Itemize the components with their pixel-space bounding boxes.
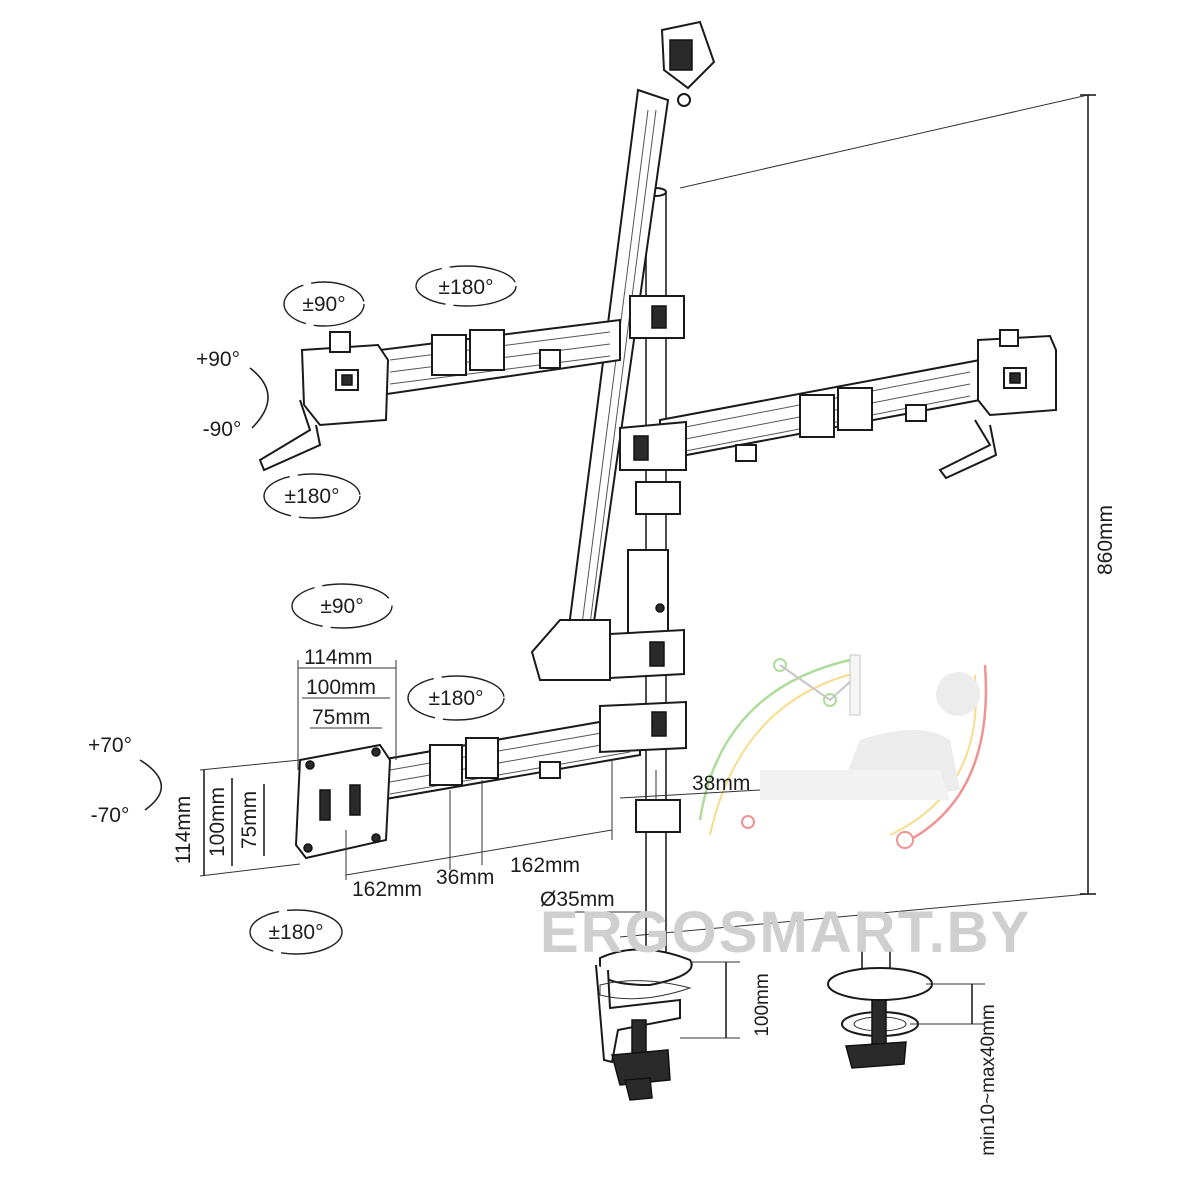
cable-clip-lower xyxy=(635,799,681,833)
desk-thickness-label: min10~max40mm xyxy=(978,1004,999,1156)
cable-clip-upper xyxy=(635,481,681,515)
tilt-bottom-plus-label: +70° xyxy=(88,734,132,757)
bottom-vesa-plate xyxy=(294,743,392,860)
rail-base xyxy=(530,619,611,681)
height-adjust-collar xyxy=(627,549,669,641)
watermark-text: ERGOSMART.BY xyxy=(540,900,1031,965)
vesa-w-75-label: 75mm xyxy=(312,706,370,729)
vesa-h-100-label: 100mm xyxy=(206,787,229,857)
top-right-arm xyxy=(619,329,1057,480)
vesa-width-dimensions: 114mm 100mm 75mm xyxy=(297,646,397,770)
rot-bottom-swivel-label: ±180° xyxy=(269,921,324,944)
watermark-logo xyxy=(698,654,988,849)
tilt-bottom-minus-label: -70° xyxy=(91,804,130,827)
rot-bottom-arm-label: ±180° xyxy=(429,687,484,710)
clamp-height-dimension: 100mm xyxy=(680,961,773,1039)
offset-dimension: 38mm xyxy=(619,770,761,800)
pole-diameter-dimension: Ø35mm xyxy=(540,888,646,913)
rot-top-plate-label: ±90° xyxy=(302,293,345,316)
pole-height-label: 860mm xyxy=(1094,505,1117,575)
vesa-h-114-label: 114mm xyxy=(172,796,195,864)
rot-top-swivel-label: ±180° xyxy=(285,485,340,508)
arm-162-a-label: 162mm xyxy=(352,878,422,901)
vesa-h-75-label: 75mm xyxy=(238,791,261,849)
top-left-arm xyxy=(258,295,685,472)
tool-rail xyxy=(530,20,716,681)
height-dimension: 860mm xyxy=(619,94,1117,938)
vesa-w-114-label: 114mm xyxy=(304,646,372,669)
offset-38-label: 38mm xyxy=(692,772,750,795)
vesa-height-dimensions: 114mm 100mm 75mm xyxy=(172,759,301,877)
arm-length-dimensions: 162mm 36mm 162mm xyxy=(345,760,613,901)
arm-162-b-label: 162mm xyxy=(510,854,580,877)
tilt-top-minus-label: -90° xyxy=(203,418,242,441)
clamp-100-label: 100mm xyxy=(752,973,773,1036)
tilt-top-plus-label: +90° xyxy=(196,348,240,371)
pole-diameter-label: Ø35mm xyxy=(540,888,615,911)
rot-top-arm-label: ±180° xyxy=(439,276,494,299)
arm-36-label: 36mm xyxy=(436,866,494,889)
desk-clamp xyxy=(595,948,693,1101)
rot-bottom-plate-label: ±90° xyxy=(320,595,363,618)
rotation-markers xyxy=(139,265,517,955)
clamp-detail: min10~max40mm xyxy=(827,946,999,1156)
vesa-w-100-label: 100mm xyxy=(306,676,376,699)
bottom-arm xyxy=(294,700,687,860)
